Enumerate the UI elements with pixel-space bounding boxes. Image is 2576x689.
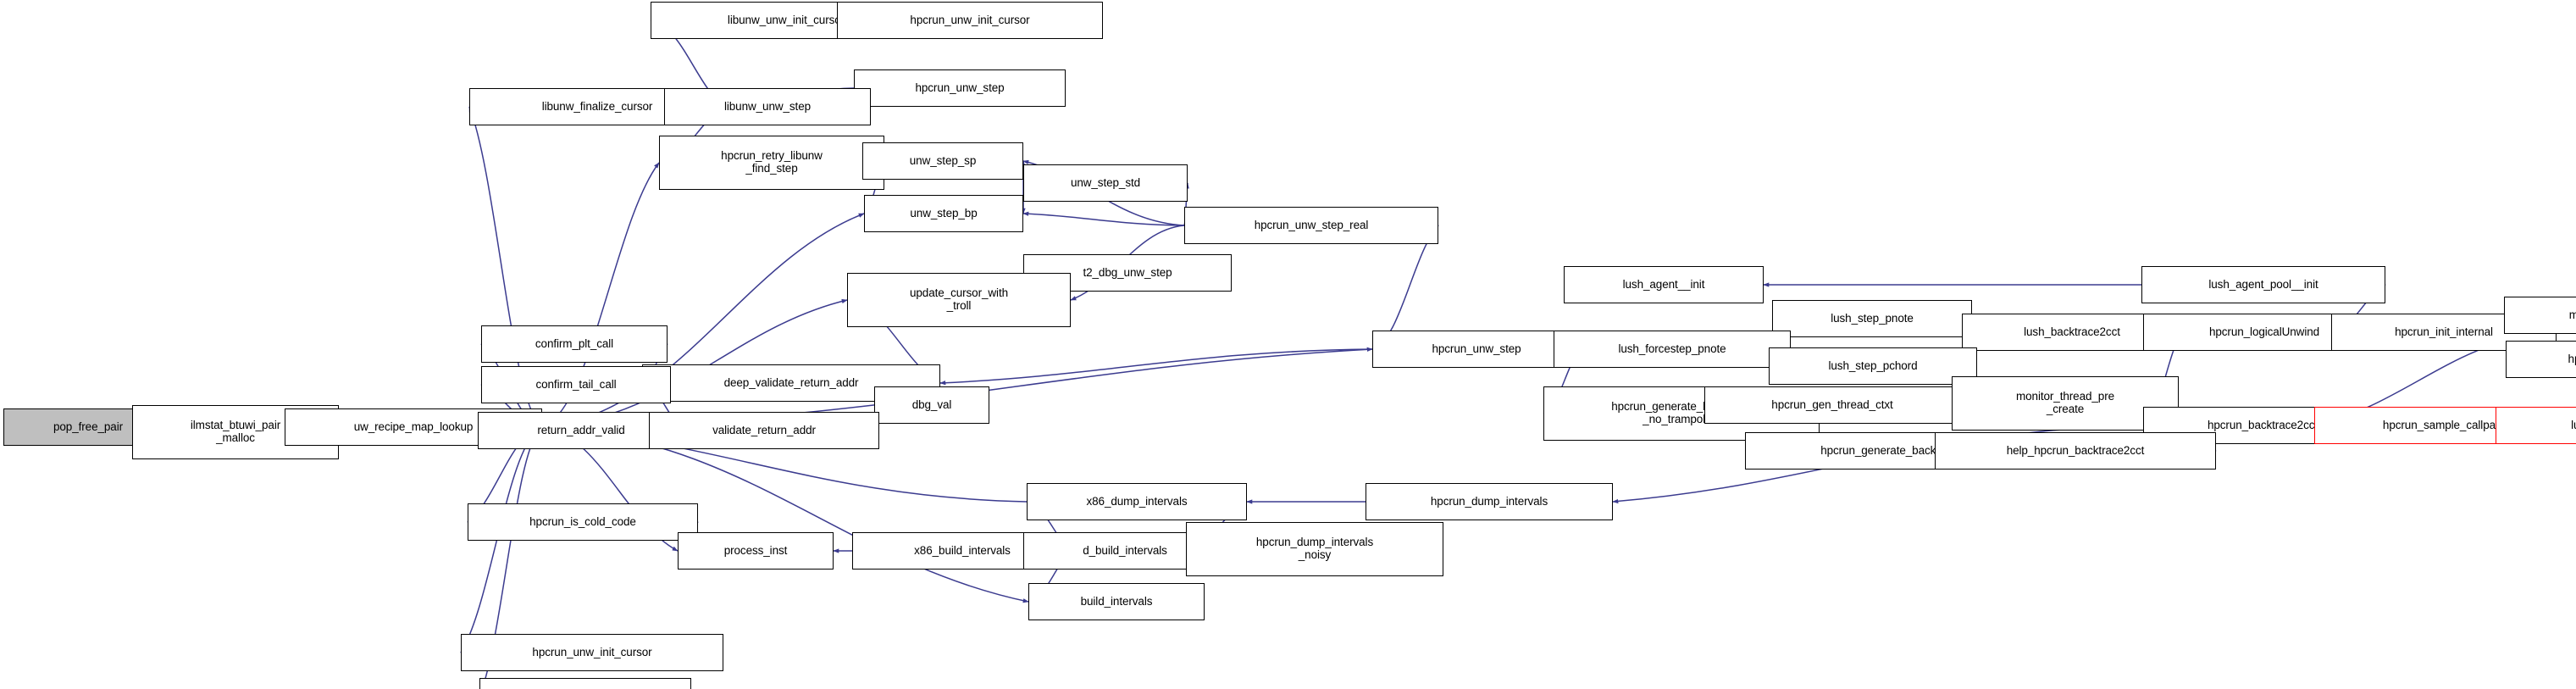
graph-node-unw_step_sp[interactable]: unw_step_sp xyxy=(862,142,1023,180)
graph-node-hpcrun_init_process[interactable]: hpcrun_init_process xyxy=(2506,341,2576,378)
graph-node-validate_return_addr[interactable]: validate_return_addr xyxy=(649,412,879,449)
graph-node-lush_step_pchord[interactable]: lush_step_pchord xyxy=(1769,347,1977,385)
graph-node-hpcrun_unw_init_cursor_top[interactable]: hpcrun_unw_init_cursor xyxy=(837,2,1103,39)
graph-node-unw_step_bp[interactable]: unw_step_bp xyxy=(864,195,1023,232)
graph-node-build_intervals[interactable]: build_intervals xyxy=(1028,583,1205,620)
graph-node-dbg_val[interactable]: dbg_val xyxy=(874,386,989,424)
graph-node-hpcrun_retry_libunw_find_step[interactable]: hpcrun_retry_libunw _find_step xyxy=(659,136,884,190)
graph-node-monitor_init_process[interactable]: monitor_init_process xyxy=(2504,297,2576,334)
graph-node-help_hpcrun_backtrace2cct[interactable]: help_hpcrun_backtrace2cct xyxy=(1935,432,2216,470)
graph-node-monitor_thread_pre_create[interactable]: monitor_thread_pre _create xyxy=(1952,376,2179,431)
graph-node-hpcrun_unw_step_mid[interactable]: hpcrun_unw_step xyxy=(1372,331,1581,368)
graph-node-x86_dump_intervals[interactable]: x86_dump_intervals xyxy=(1027,483,1247,520)
graph-node-update_cursor_with_troll[interactable]: update_cursor_with _troll xyxy=(847,273,1071,327)
graph-node-confirm_plt_call[interactable]: confirm_plt_call xyxy=(481,325,668,363)
graph-node-hpcrun_unw_init_cursor_bottom[interactable]: hpcrun_unw_init_cursor xyxy=(461,634,723,671)
graph-edge xyxy=(1022,211,1185,226)
graph-node-hpcrun_unw_step_real[interactable]: hpcrun_unw_step_real xyxy=(1184,207,1438,244)
graph-edge xyxy=(939,348,1373,386)
graph-node-unw_step_std[interactable]: unw_step_std xyxy=(1023,164,1188,202)
graph-node-hpcrun_unw_step_top[interactable]: hpcrun_unw_step xyxy=(854,69,1066,107)
graph-node-libunw_unw_step[interactable]: libunw_unw_step xyxy=(664,88,871,125)
graph-node-lush_forcestep_pnote[interactable]: lush_forcestep_pnote xyxy=(1554,331,1791,368)
graph-node-hpcrun_gen_thread_ctxt[interactable]: hpcrun_gen_thread_ctxt xyxy=(1704,386,1960,424)
graph-node-hpcrun_is_cold_code[interactable]: hpcrun_is_cold_code xyxy=(468,503,698,541)
graph-node-hpcrun_dump_intervals_noisy[interactable]: hpcrun_dump_intervals _noisy xyxy=(1186,522,1443,576)
graph-node-lush_step_pnote[interactable]: lush_step_pnote xyxy=(1772,300,1972,337)
graph-node-confirm_tail_call[interactable]: confirm_tail_call xyxy=(481,366,671,403)
graph-edge xyxy=(541,298,848,428)
graph-node-lush_agent__init[interactable]: lush_agent__init xyxy=(1564,266,1764,303)
graph-node-process_inst[interactable]: process_inst xyxy=(678,532,834,570)
graph-node-hpcrun_unw_step_bottom[interactable]: hpcrun_unw_step xyxy=(479,678,691,689)
graph-node-hpcrun_dump_intervals[interactable]: hpcrun_dump_intervals xyxy=(1366,483,1613,520)
graph-node-lushPthr_attribToCallPath[interactable]: lushPthr_attribToCallPath xyxy=(2496,407,2576,444)
graph-node-lush_agent_pool__init[interactable]: lush_agent_pool__init xyxy=(2141,266,2385,303)
